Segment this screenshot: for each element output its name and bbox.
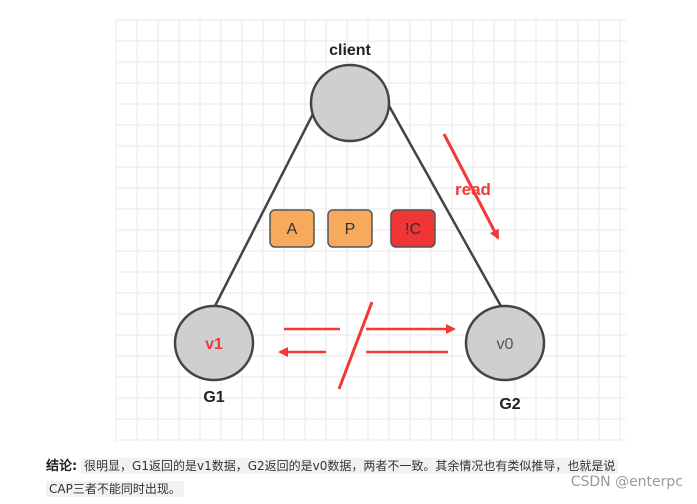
link-client-g2 [386, 103, 504, 309]
conclusion-label: 结论: [46, 459, 78, 474]
badge-not-c: !C [390, 209, 436, 248]
badge-a: A [269, 209, 315, 248]
g1-value: v1 [205, 336, 223, 353]
badge-p-text: P [345, 221, 356, 238]
csdn-watermark: CSDN @enterpc [570, 474, 683, 490]
conclusion-line-2: CAP三者不能同时出现。 [46, 481, 184, 497]
g1-label: G1 [203, 389, 224, 406]
conclusion-caption: 结论: 很明显，G1返回的是v1数据，G2返回的是v0数据，两者不一致。其余情况… [46, 455, 676, 500]
g2-label: G2 [499, 396, 520, 413]
partition-slash [337, 301, 374, 390]
badge-p: P [327, 209, 373, 248]
client-label: client [329, 42, 371, 59]
g1-node [173, 304, 255, 382]
g2-value: v0 [497, 336, 514, 353]
badge-not-c-text: !C [405, 221, 421, 238]
client-node [309, 63, 391, 143]
badge-a-text: A [287, 221, 298, 238]
cap-diagram: client read A P !C v1 G1 v0 G2 [115, 19, 626, 442]
link-client-g1 [212, 103, 320, 309]
conclusion-line-1: 很明显，G1返回的是v1数据，G2返回的是v0数据，两者不一致。其余情况也有类似… [81, 458, 619, 474]
read-arrow [442, 133, 500, 240]
read-label: read [455, 180, 491, 199]
g2-node [464, 304, 546, 382]
